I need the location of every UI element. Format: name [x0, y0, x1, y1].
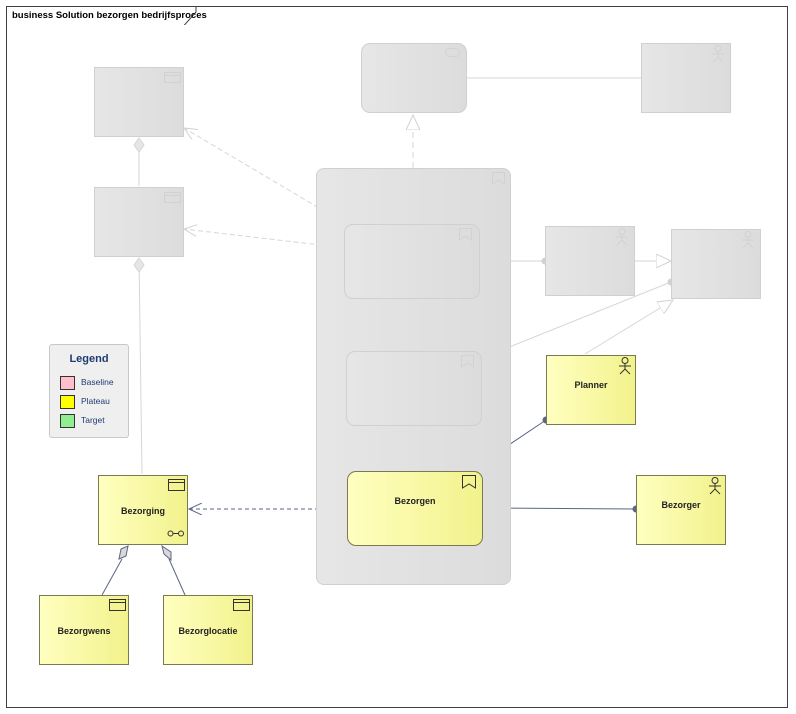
diagram-title: business Solution bezorgen bedrijfsproce… [12, 10, 207, 21]
business-object-icon [109, 599, 126, 611]
business-actor-planner[interactable]: Planner [546, 355, 636, 425]
actor-icon [742, 231, 754, 249]
actor-icon [709, 477, 721, 495]
service-icon [445, 48, 460, 57]
business-object-icon [164, 192, 181, 203]
planner-label: Planner [574, 380, 608, 390]
ghost-business-actor-top[interactable] [641, 43, 731, 113]
ghost-business-process-1[interactable] [344, 224, 480, 299]
process-icon [462, 475, 476, 489]
actor-icon [616, 228, 628, 246]
business-object-bezorglocatie[interactable]: Bezorglocatie [163, 595, 253, 665]
ghost-aggregation-bottom [138, 257, 143, 475]
frame-tab [6, 6, 197, 25]
composition-bezorgwens [101, 558, 123, 596]
bezorging-label: Bezorging [121, 506, 165, 516]
bezorglocatie-label: Bezorglocatie [178, 626, 238, 636]
ghost-assign-2 [481, 278, 675, 359]
legend-title: Legend [69, 353, 109, 365]
process-icon [492, 172, 505, 185]
legend-swatch-target [60, 414, 75, 428]
ghost-access-1 [184, 128, 347, 225]
ghost-business-actor-mid[interactable] [545, 226, 635, 296]
business-object-icon [164, 72, 181, 83]
business-object-icon [233, 599, 250, 611]
business-object-icon [168, 479, 185, 491]
legend: Legend Baseline Plateau Target [49, 344, 129, 438]
process-icon [459, 228, 472, 241]
actor-icon [619, 357, 631, 375]
business-actor-bezorger[interactable]: Bezorger [636, 475, 726, 545]
legend-swatch-plateau [60, 395, 75, 409]
composition-bezorglocatie [168, 558, 186, 596]
ghost-business-actor-right[interactable] [671, 229, 761, 299]
ghost-business-service[interactable] [361, 43, 467, 113]
actor-icon [712, 45, 724, 63]
legend-label-target: Target [81, 415, 105, 425]
diagram-frame [6, 6, 788, 708]
ghost-business-process-2[interactable] [346, 351, 482, 426]
bezorgen-label: Bezorgen [394, 496, 436, 506]
ghost-spec-2 [584, 300, 673, 355]
process-icon [461, 355, 474, 368]
bezorger-label: Bezorger [661, 500, 701, 510]
ghost-business-object-mid[interactable] [94, 187, 184, 257]
ghost-business-object-top[interactable] [94, 67, 184, 137]
legend-label-baseline: Baseline [81, 377, 114, 387]
business-object-bezorgwens[interactable]: Bezorgwens [39, 595, 129, 665]
business-process-bezorgen[interactable]: Bezorgen [347, 471, 483, 546]
legend-label-plateau: Plateau [81, 396, 110, 406]
bezorgwens-label: Bezorgwens [57, 626, 111, 636]
legend-swatch-baseline [60, 376, 75, 390]
collaboration-link-icon [167, 530, 184, 537]
